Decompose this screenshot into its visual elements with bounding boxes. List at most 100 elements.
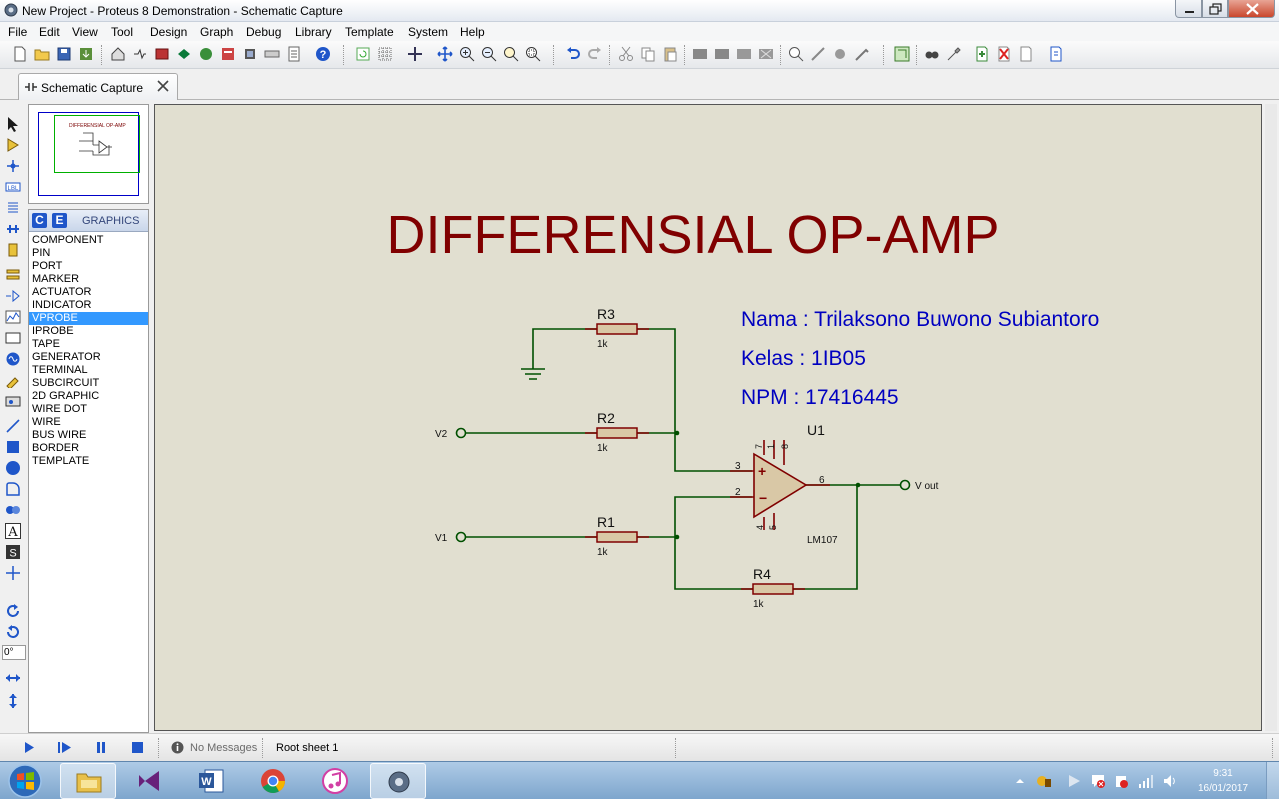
taskbar-itunes[interactable] (307, 763, 363, 799)
start-button-icon[interactable] (3, 763, 47, 799)
play-icon[interactable] (22, 740, 36, 755)
terminal-vout[interactable]: V out (899, 479, 939, 493)
make-device-icon[interactable] (810, 46, 826, 62)
list-item[interactable]: PIN (32, 247, 51, 259)
exit-to-parent-icon[interactable] (1018, 46, 1034, 62)
menu-help[interactable]: Help (460, 25, 485, 39)
grid-icon[interactable] (377, 46, 393, 62)
virtual-instruments-icon[interactable] (5, 393, 21, 409)
decompose-icon[interactable] (854, 46, 870, 62)
taskbar-chrome[interactable] (245, 763, 301, 799)
volume-tray-icon[interactable] (1162, 773, 1178, 789)
firmware-icon[interactable] (242, 46, 258, 62)
notes-icon[interactable] (286, 46, 302, 62)
help-icon[interactable]: ? (315, 46, 331, 62)
component-mode-icon[interactable] (5, 137, 21, 153)
redo-icon[interactable] (587, 46, 603, 62)
design-explorer-icon[interactable] (264, 46, 280, 62)
buses-icon[interactable] (5, 221, 21, 237)
pcb-icon[interactable] (154, 46, 170, 62)
origin-icon[interactable] (407, 46, 423, 62)
schematic-sheet[interactable]: DIFFERENSIAL OP-AMP Nama : Trilaksono Bu… (154, 104, 1262, 731)
voltage-probe-icon[interactable] (5, 372, 21, 388)
list-item[interactable]: SUBCIRCUIT (32, 377, 100, 389)
path-2d-icon[interactable] (5, 502, 21, 518)
generator-icon[interactable] (5, 351, 21, 367)
device-pins-icon[interactable] (5, 288, 21, 304)
list-item[interactable]: WIRE (32, 416, 61, 428)
zoom-area-icon[interactable] (525, 46, 541, 62)
resistor-r1[interactable]: R1 1k (585, 514, 649, 558)
packaging-tool-icon[interactable] (832, 46, 848, 62)
media-tray-icon[interactable] (1066, 773, 1082, 789)
circle-2d-icon[interactable] (5, 460, 21, 476)
tab-schematic-capture[interactable]: Schematic Capture (18, 73, 178, 100)
list-item[interactable]: TERMINAL (32, 364, 88, 376)
paste-icon[interactable] (662, 46, 678, 62)
minimize-button[interactable] (1175, 0, 1202, 18)
3d-view-icon[interactable] (176, 46, 192, 62)
taskbar-proteus[interactable] (370, 763, 426, 799)
list-item[interactable]: WIRE DOT (32, 403, 87, 415)
list-item[interactable]: GENERATOR (32, 351, 101, 363)
taskbar-explorer[interactable] (60, 763, 116, 799)
security-tray-icon[interactable] (1036, 773, 1052, 789)
zoom-all-icon[interactable] (503, 46, 519, 62)
subcircuit-icon[interactable] (5, 242, 21, 258)
mirror-x-icon[interactable] (5, 670, 21, 686)
show-desktop-button[interactable] (1266, 762, 1279, 799)
open-folder-icon[interactable] (34, 46, 50, 62)
rotate-clockwise-icon[interactable] (5, 603, 21, 619)
list-item[interactable]: ACTUATOR (32, 286, 92, 298)
edit-library-button[interactable]: E (52, 213, 67, 228)
power-tray-icon[interactable] (1113, 773, 1129, 789)
cut-icon[interactable] (618, 46, 634, 62)
new-file-icon[interactable] (12, 46, 28, 62)
new-sheet-icon[interactable] (974, 46, 990, 62)
graph-mode-icon[interactable] (5, 309, 21, 325)
symbol-2d-icon[interactable]: S (5, 544, 21, 560)
opamp-u1[interactable]: + − U1 LM107 3 2 6 7 1 8 4 5 (730, 422, 838, 546)
menu-file[interactable]: File (8, 25, 28, 39)
list-item[interactable]: BUS WIRE (32, 429, 87, 441)
menu-edit[interactable]: Edit (39, 25, 60, 39)
network-tray-icon[interactable] (1138, 773, 1154, 789)
overview-view-rect[interactable] (54, 115, 140, 173)
block-rotate-icon[interactable] (736, 46, 752, 62)
action-center-icon[interactable] (1090, 773, 1106, 789)
messages-status[interactable]: No Messages (190, 742, 258, 754)
schematic-icon[interactable] (132, 46, 148, 62)
menu-debug[interactable]: Debug (246, 25, 282, 39)
proteus-app-icon[interactable] (4, 3, 18, 17)
close-button[interactable] (1228, 0, 1275, 18)
junction-dot-icon[interactable] (5, 158, 21, 174)
menu-library[interactable]: Library (295, 25, 332, 39)
terminal-v1[interactable]: V1 (435, 531, 467, 545)
copy-icon[interactable] (640, 46, 656, 62)
mirror-y-icon[interactable] (5, 693, 21, 709)
arc-2d-icon[interactable] (5, 481, 21, 497)
pause-icon[interactable] (94, 740, 108, 755)
restore-button[interactable] (1202, 0, 1228, 18)
menu-design[interactable]: Design (150, 25, 188, 39)
pan-icon[interactable] (437, 46, 453, 62)
list-item[interactable]: TEMPLATE (32, 455, 90, 467)
resistor-r3[interactable]: R3 1k (585, 306, 649, 350)
markers-icon[interactable] (5, 565, 21, 581)
system-clock[interactable]: 9:31 16/01/2017 (1188, 766, 1258, 796)
terminals-icon[interactable] (5, 267, 21, 283)
taskbar-word[interactable]: W (183, 763, 239, 799)
resistor-r4[interactable]: R4 1k (741, 566, 805, 610)
rotate-anticlockwise-icon[interactable] (5, 624, 21, 640)
editing-window[interactable]: DIFFERENSIAL OP-AMP Nama : Trilaksono Bu… (152, 102, 1279, 733)
list-item[interactable]: 2D GRAPHIC (32, 390, 100, 402)
list-item[interactable]: TAPE (32, 338, 60, 350)
tab-close-icon[interactable] (155, 78, 171, 94)
gerber-icon[interactable] (198, 46, 214, 62)
refresh-icon[interactable] (355, 46, 371, 62)
undo-icon[interactable] (565, 46, 581, 62)
stop-icon[interactable] (130, 740, 144, 755)
save-icon[interactable] (56, 46, 72, 62)
menu-system[interactable]: System (408, 25, 449, 39)
overview-window[interactable]: DIFFERENSIAL OP-AMP (28, 104, 149, 204)
